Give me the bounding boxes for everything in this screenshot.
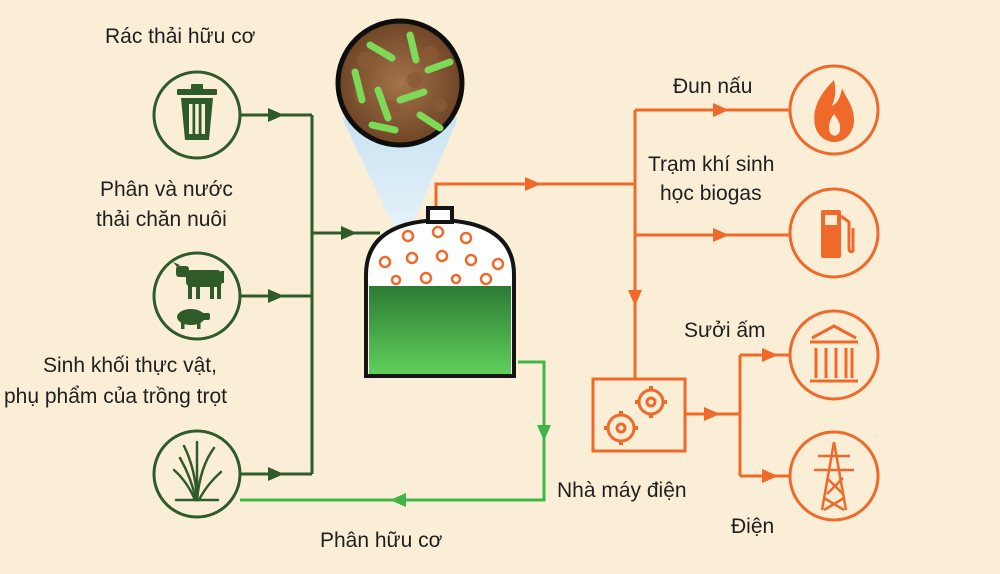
plant-icon xyxy=(172,440,223,502)
arrow-cooking xyxy=(713,103,729,117)
arrow-biomass xyxy=(268,467,284,481)
electricity-circle xyxy=(788,430,880,522)
pig-icon xyxy=(177,309,210,329)
cow-icon xyxy=(173,262,224,299)
fuel-pump-icon xyxy=(821,210,855,258)
label-manure-line1: Phân và nước xyxy=(100,178,233,201)
cooking-circle xyxy=(788,64,880,156)
arrow-waste xyxy=(268,108,284,122)
label-station-line2: học biogas xyxy=(660,182,762,205)
label-manure-line2: thải chăn nuôi xyxy=(96,208,227,231)
arrow-to-digester xyxy=(341,226,357,240)
arrow-manure xyxy=(268,289,284,303)
flame-icon xyxy=(814,80,854,142)
label-cooking: Đun nấu xyxy=(673,75,752,98)
label-station-line1: Trạm khí sinh xyxy=(648,153,774,176)
station-circle xyxy=(788,187,880,279)
arrow-left-return xyxy=(390,493,406,507)
heating-circle xyxy=(788,309,880,401)
input-lines xyxy=(240,113,380,476)
label-power-plant: Nhà máy điện xyxy=(557,479,687,502)
gears-icon xyxy=(604,386,667,445)
label-electricity: Điện xyxy=(731,515,774,538)
arrow-electricity xyxy=(762,469,778,483)
arrow-gas-out xyxy=(525,177,541,191)
digester-tank-icon xyxy=(364,206,516,378)
arrow-plant-out xyxy=(704,407,720,421)
input-arrowheads xyxy=(268,108,357,481)
livestock-circle xyxy=(152,251,242,341)
power-tower-icon xyxy=(814,441,854,512)
power-plant-box xyxy=(591,377,687,453)
label-organic-waste: Rác thải hữu cơ xyxy=(105,25,256,48)
plant-circle xyxy=(152,429,242,519)
label-biomass-line1: Sinh khối thực vật, xyxy=(43,354,217,377)
bacteria-magnifier-icon xyxy=(335,18,465,240)
label-heating: Sưởi ấm xyxy=(684,319,766,342)
waste-circle xyxy=(152,70,242,160)
trash-bin-icon xyxy=(177,84,217,140)
arrow-to-plant xyxy=(628,290,642,306)
label-biomass-line2: phụ phẩm của trồng trọt xyxy=(4,385,227,408)
label-organic-fertilizer: Phân hữu cơ xyxy=(320,529,443,552)
arrow-heating xyxy=(762,348,778,362)
arrow-station xyxy=(713,228,729,242)
return-line xyxy=(240,360,546,502)
radiator-icon xyxy=(810,324,858,383)
arrow-down-return xyxy=(537,425,551,441)
